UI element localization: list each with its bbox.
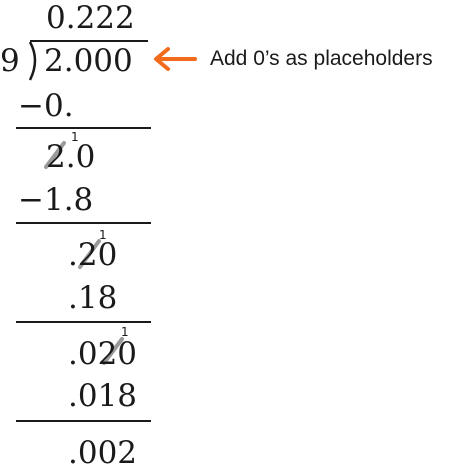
step-2-borrow: 1: [99, 228, 107, 242]
strike-mark-1: [44, 141, 66, 169]
strike-mark-2: [78, 239, 101, 269]
strike-mark-3: [102, 337, 124, 365]
step-2-remainder: .20: [68, 237, 118, 273]
step-3-remainder: .020: [68, 336, 138, 372]
final-remainder: .002: [68, 435, 138, 465]
step-1-subtract: −0.: [18, 88, 74, 124]
step-2-subtract: −1.8: [18, 182, 94, 218]
division-bracket: [28, 41, 37, 81]
dividend: 2.000: [44, 43, 133, 79]
quotient: 0.222: [46, 0, 135, 36]
step-1-rule: [16, 127, 151, 129]
step-2-rule: [16, 222, 151, 224]
step-3-subtract: .18: [68, 280, 118, 316]
arrow-icon: [154, 47, 197, 71]
step-3-rule: [16, 321, 151, 323]
step-4-rule: [16, 420, 151, 422]
step-3-borrow: 1: [121, 325, 129, 339]
placeholder-annotation: Add 0’s as placeholders: [210, 47, 433, 70]
step-1-remainder: 2.0: [46, 139, 96, 175]
step-4-subtract: .018: [68, 378, 138, 414]
step-1-borrow: 1: [71, 130, 79, 144]
divisor: 9: [0, 43, 20, 79]
